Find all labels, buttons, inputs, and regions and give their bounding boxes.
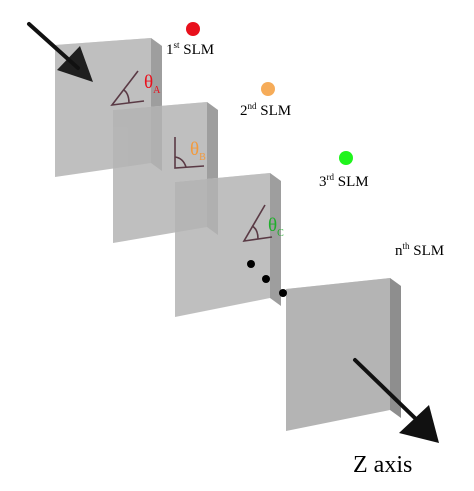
theta-symbol: θ: [144, 72, 153, 93]
theta-label-b: θB: [190, 139, 206, 163]
theta-label-c: θC: [268, 215, 284, 239]
ellipsis-dot-1: [247, 260, 255, 268]
slm-n-suffix: SLM: [410, 243, 445, 259]
slm-panel-n: [286, 278, 401, 431]
slm-1-suffix: SLM: [180, 42, 215, 58]
slm-2-ordinal: nd: [248, 101, 258, 111]
ellipsis-dot-2: [262, 275, 270, 283]
slm-1-number: 1: [166, 42, 174, 58]
slm-n-ordinal: th: [403, 241, 411, 251]
theta-subscript: B: [199, 152, 206, 163]
slm-2-label: 2nd SLM: [240, 101, 291, 119]
z-axis-arrow: [353, 358, 439, 443]
slm-1-label: 1st SLM: [166, 40, 214, 58]
slm-panel-3-side: [270, 173, 281, 306]
angle-mark-1: [110, 70, 145, 107]
slm-2-number: 2: [240, 103, 248, 119]
angle-mark-3: [242, 204, 273, 243]
slm-3-ordinal: rd: [327, 172, 335, 182]
ellipsis-dot-3: [279, 289, 287, 297]
theta-subscript: C: [277, 228, 284, 239]
slm-1-ordinal: st: [174, 40, 181, 50]
slm-2-suffix: SLM: [257, 103, 292, 119]
theta-symbol: θ: [190, 139, 199, 160]
slm-n-label: nth SLM: [395, 241, 444, 259]
slm-panel-3-front: [175, 173, 270, 317]
slm-3-label: 3rd SLM: [319, 172, 369, 190]
theta-subscript: A: [153, 85, 161, 96]
slm-panel-n-front: [286, 278, 390, 431]
slm-3-number: 3: [319, 174, 327, 190]
theta-symbol: θ: [268, 215, 277, 236]
slm-1-dot: [186, 22, 200, 36]
slm-3-dot: [339, 151, 353, 165]
theta-label-a: θA: [144, 72, 161, 96]
z-axis-label: Z axis: [353, 452, 412, 478]
angle-mark-2: [174, 137, 205, 169]
slm-n-number: n: [395, 243, 403, 259]
slm-3-suffix: SLM: [334, 174, 369, 190]
slm-2-dot: [261, 82, 275, 96]
incoming-beam-arrow: [27, 22, 93, 82]
slm-panel-n-side: [390, 278, 401, 418]
slm-panel-3: [175, 173, 281, 317]
